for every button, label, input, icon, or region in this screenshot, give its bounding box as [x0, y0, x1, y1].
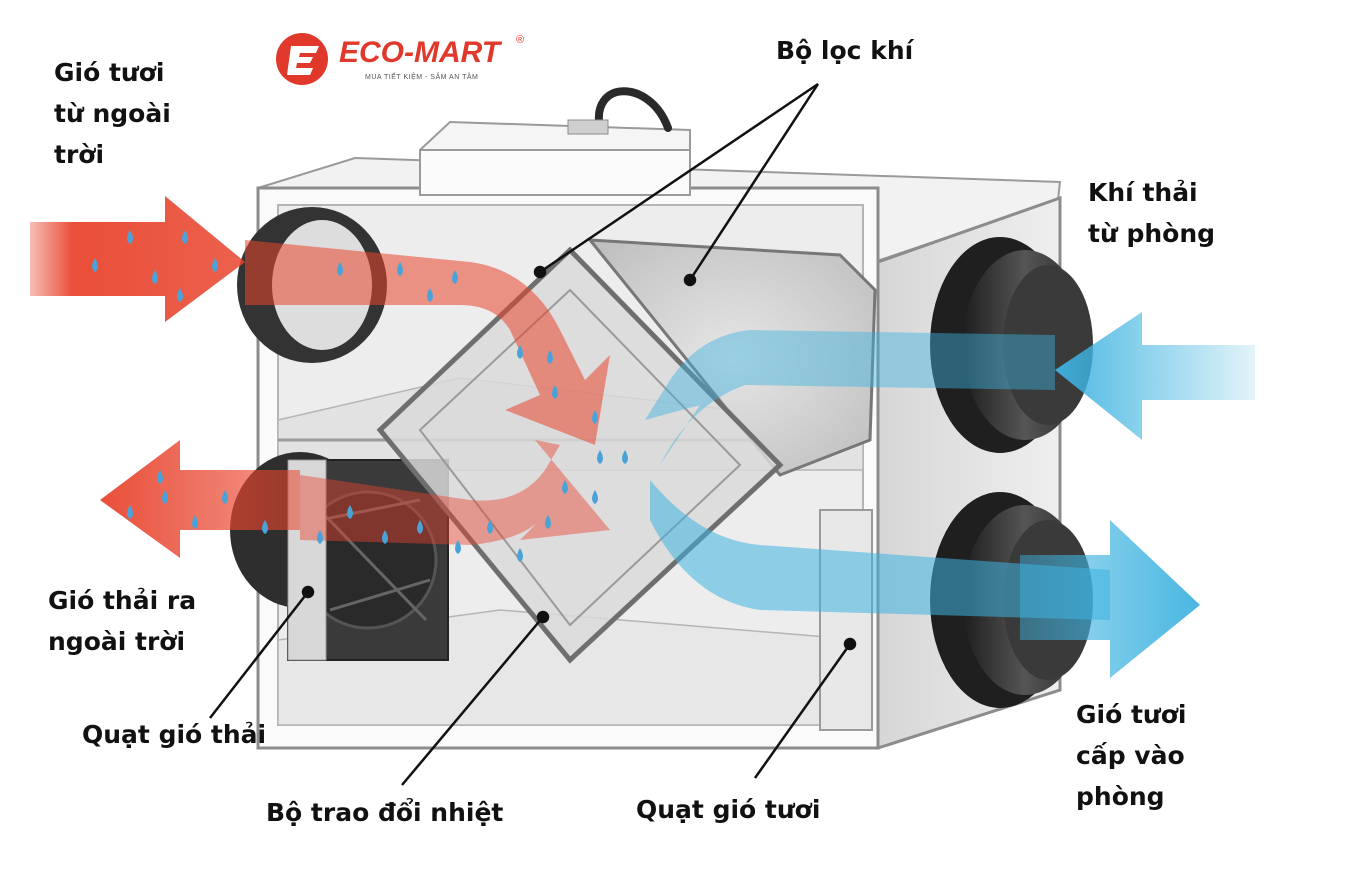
eco-mart-logo-mark	[276, 33, 328, 85]
label-exhaust-from-room: Khí thải từ phòng	[1088, 178, 1216, 248]
eco-mart-logo: ECO-MART ® MUA TIẾT KIỆM - SẮM AN TÂM	[275, 30, 535, 90]
label-air-filter: Bộ lọc khí	[776, 36, 914, 65]
moisture-drops	[92, 230, 628, 562]
label-exhaust-to-outside: Gió thải ra ngoài trời	[48, 586, 197, 656]
callout-lines	[209, 82, 857, 786]
right-upper-duct	[930, 237, 1093, 453]
fresh-air-fan-panel	[819, 509, 873, 731]
fresh-air-flow-path	[245, 240, 610, 445]
fresh-air-in-arrow	[30, 196, 245, 322]
label-fresh-air-to-room: Gió tươi cấp vào phòng	[1076, 700, 1187, 811]
exhaust-from-room-arrow	[1055, 312, 1255, 440]
control-box	[419, 87, 691, 196]
label-heat-exchanger: Bộ trao đổi nhiệt	[266, 798, 504, 827]
label-fresh-air-fan: Quạt gió tươi	[636, 795, 821, 824]
exhaust-fan-graphic	[287, 459, 449, 661]
exhaust-out-arrow	[100, 440, 300, 558]
eco-mart-brand-text: ECO-MART	[339, 36, 501, 69]
exhaust-from-room-flow	[645, 330, 1055, 465]
registered-mark: ®	[516, 34, 525, 46]
fresh-air-to-room-arrow	[1020, 520, 1200, 678]
label-fresh-air-outside: Gió tươi từ ngoài trời	[54, 58, 171, 169]
fresh-air-supply-flow	[650, 480, 1110, 620]
exhaust-flow-path	[300, 440, 610, 545]
label-exhaust-fan: Quạt gió thải	[82, 720, 267, 749]
eco-mart-tagline: MUA TIẾT KIỆM - SẮM AN TÂM	[365, 74, 479, 81]
